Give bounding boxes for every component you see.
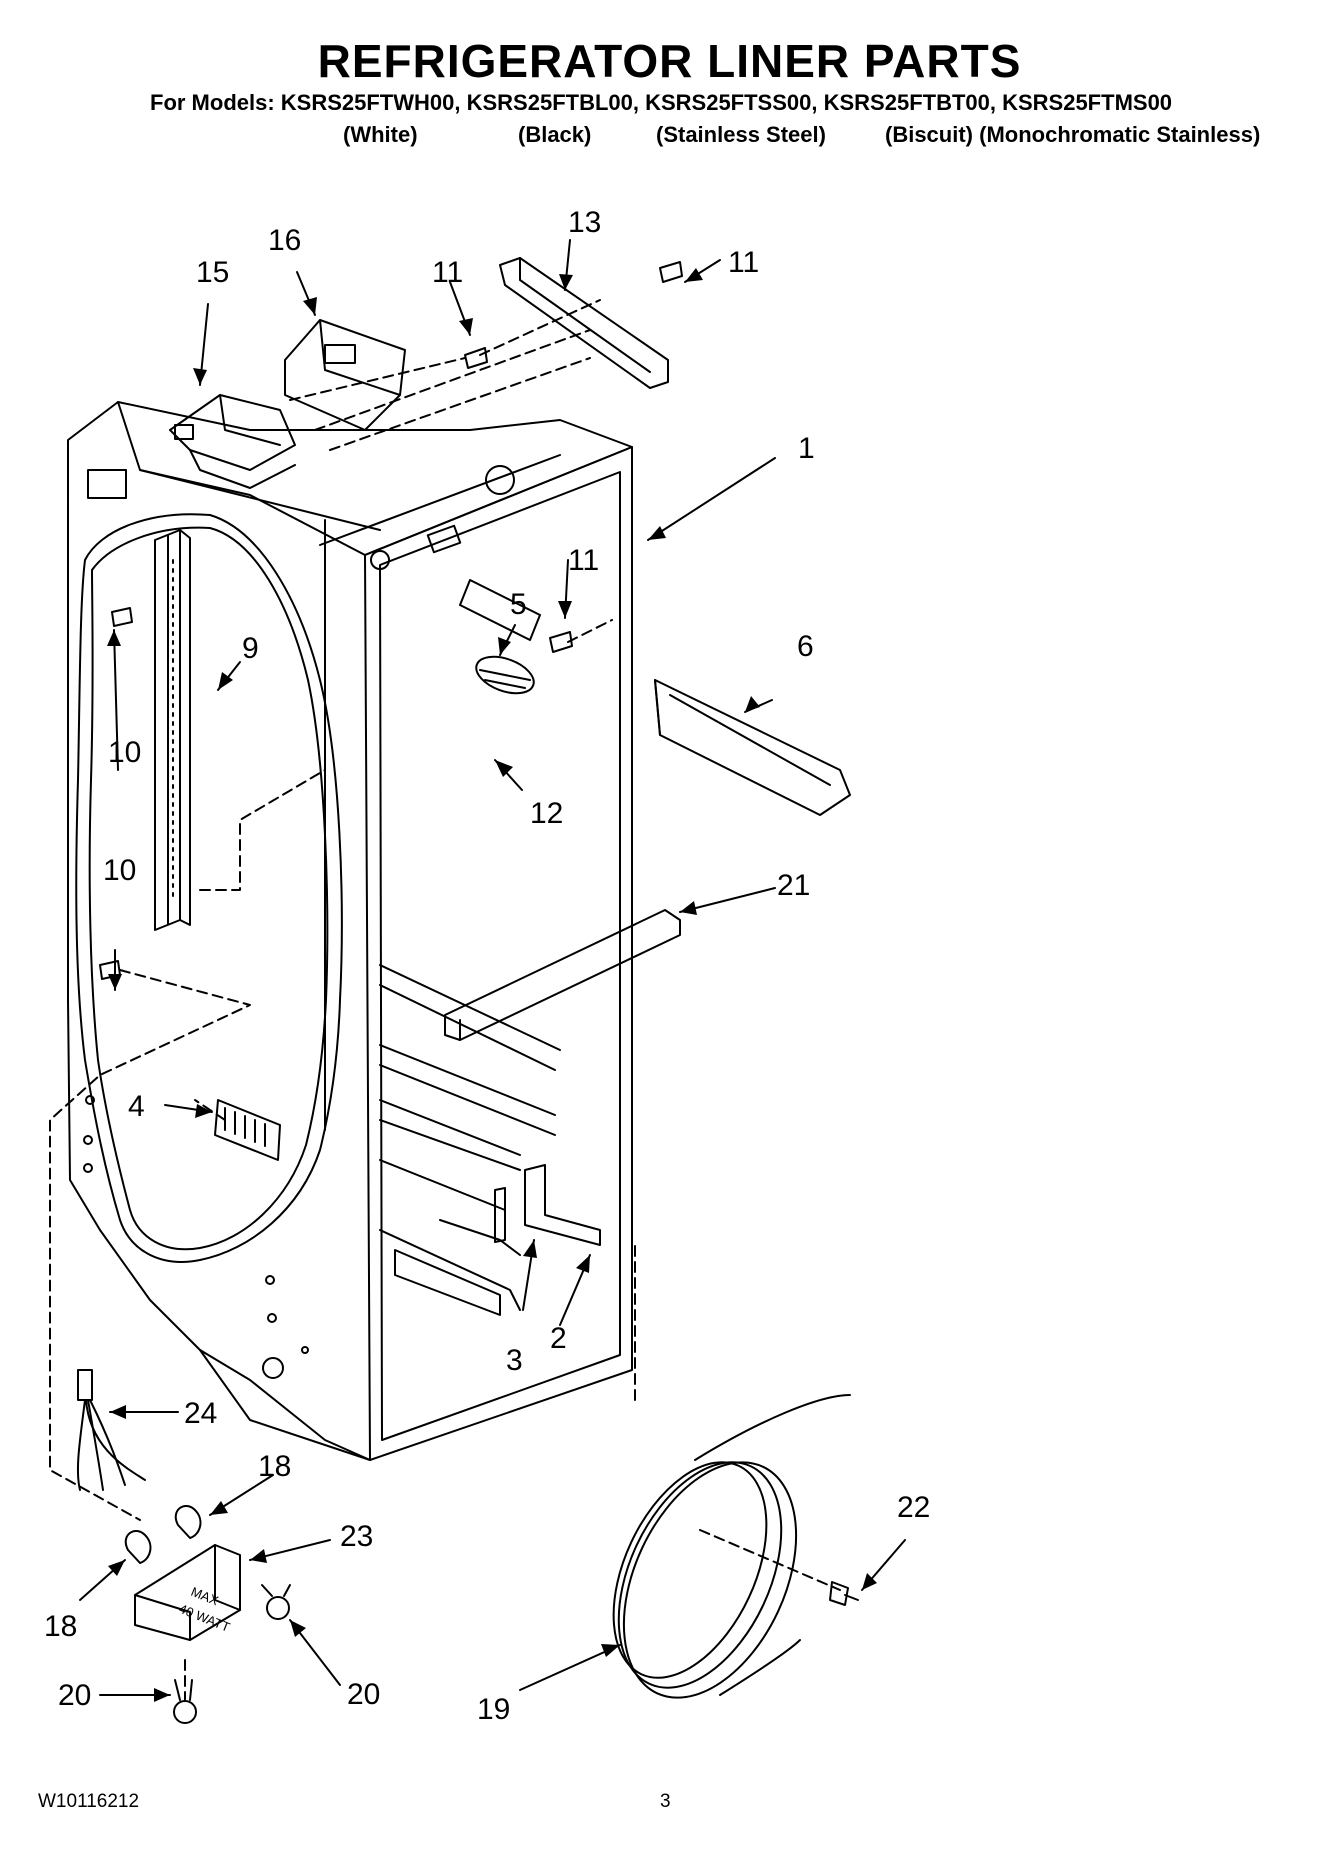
callout-10-upper: 10 — [108, 736, 141, 769]
callout-15: 15 — [196, 256, 229, 289]
callout-10-lower: 10 — [103, 854, 136, 887]
screws — [99, 261, 683, 980]
callout-24: 24 — [184, 1397, 217, 1430]
callout-6: 6 — [797, 630, 814, 663]
part-5-12-switch — [459, 579, 541, 695]
variant-stainless: (Stainless Steel) — [656, 122, 826, 147]
callout-11-mid: 11 — [568, 544, 599, 577]
part-13-top-rail — [499, 257, 669, 389]
part-9-rail — [154, 529, 191, 931]
part-16-bracket — [284, 319, 406, 431]
part-19-tubing — [612, 1394, 851, 1699]
callout-18-upper: 18 — [258, 1450, 291, 1483]
part-4-grille — [214, 1099, 281, 1161]
part-23-lamp-socket — [134, 1544, 241, 1641]
variant-white: (White) — [343, 122, 418, 147]
callout-20-left: 20 — [58, 1679, 91, 1712]
variant-biscuit-mono: (Biscuit) (Monochromatic Stainless) — [885, 122, 1261, 147]
part-24-harness — [76, 1369, 146, 1491]
lamp-socket-label: MAX 40 WATT — [177, 1584, 232, 1635]
callout-13: 13 — [568, 206, 601, 239]
page-number: 3 — [660, 1791, 671, 1812]
document-number: W10116212 — [38, 1791, 140, 1812]
part-6-shelf-trim — [654, 679, 851, 816]
callout-2: 2 — [550, 1322, 567, 1355]
callout-11-right: 11 — [728, 246, 759, 279]
callout-22: 22 — [897, 1491, 930, 1524]
callout-23: 23 — [340, 1520, 373, 1553]
models-line: For Models: KSRS25FTWH00, KSRS25FTBL00, … — [150, 90, 1173, 115]
callout-11-top: 11 — [432, 256, 463, 289]
variant-black: (Black) — [518, 122, 592, 147]
liner-cabinet — [67, 401, 633, 1461]
leader-arrows — [79, 239, 906, 1696]
part-21-crossbar — [444, 909, 681, 1041]
callout-numbers: 1 2 3 4 5 6 9 10 10 11 11 11 12 13 15 16… — [44, 206, 930, 1726]
part-18-clips — [124, 1505, 202, 1564]
arrow-heads — [107, 268, 877, 1702]
callout-20-right: 20 — [347, 1678, 380, 1711]
part-2-3-brackets — [494, 1164, 601, 1246]
callout-18-lower: 18 — [44, 1610, 77, 1643]
part-22-screw — [829, 1581, 859, 1606]
callout-16: 16 — [268, 224, 301, 257]
callout-1: 1 — [798, 432, 815, 465]
page-title: REFRIGERATOR LINER PARTS — [317, 35, 1022, 87]
callout-19: 19 — [477, 1693, 510, 1726]
callout-9: 9 — [242, 632, 259, 665]
lamp-text-watt: 40 WATT — [177, 1601, 232, 1635]
part-15-control-housing — [169, 394, 296, 489]
callout-5: 5 — [510, 588, 527, 621]
callout-12: 12 — [530, 797, 563, 830]
callout-4: 4 — [128, 1090, 145, 1123]
assembly-lines — [49, 299, 841, 1701]
callout-21: 21 — [777, 869, 810, 902]
callout-3: 3 — [506, 1344, 523, 1377]
